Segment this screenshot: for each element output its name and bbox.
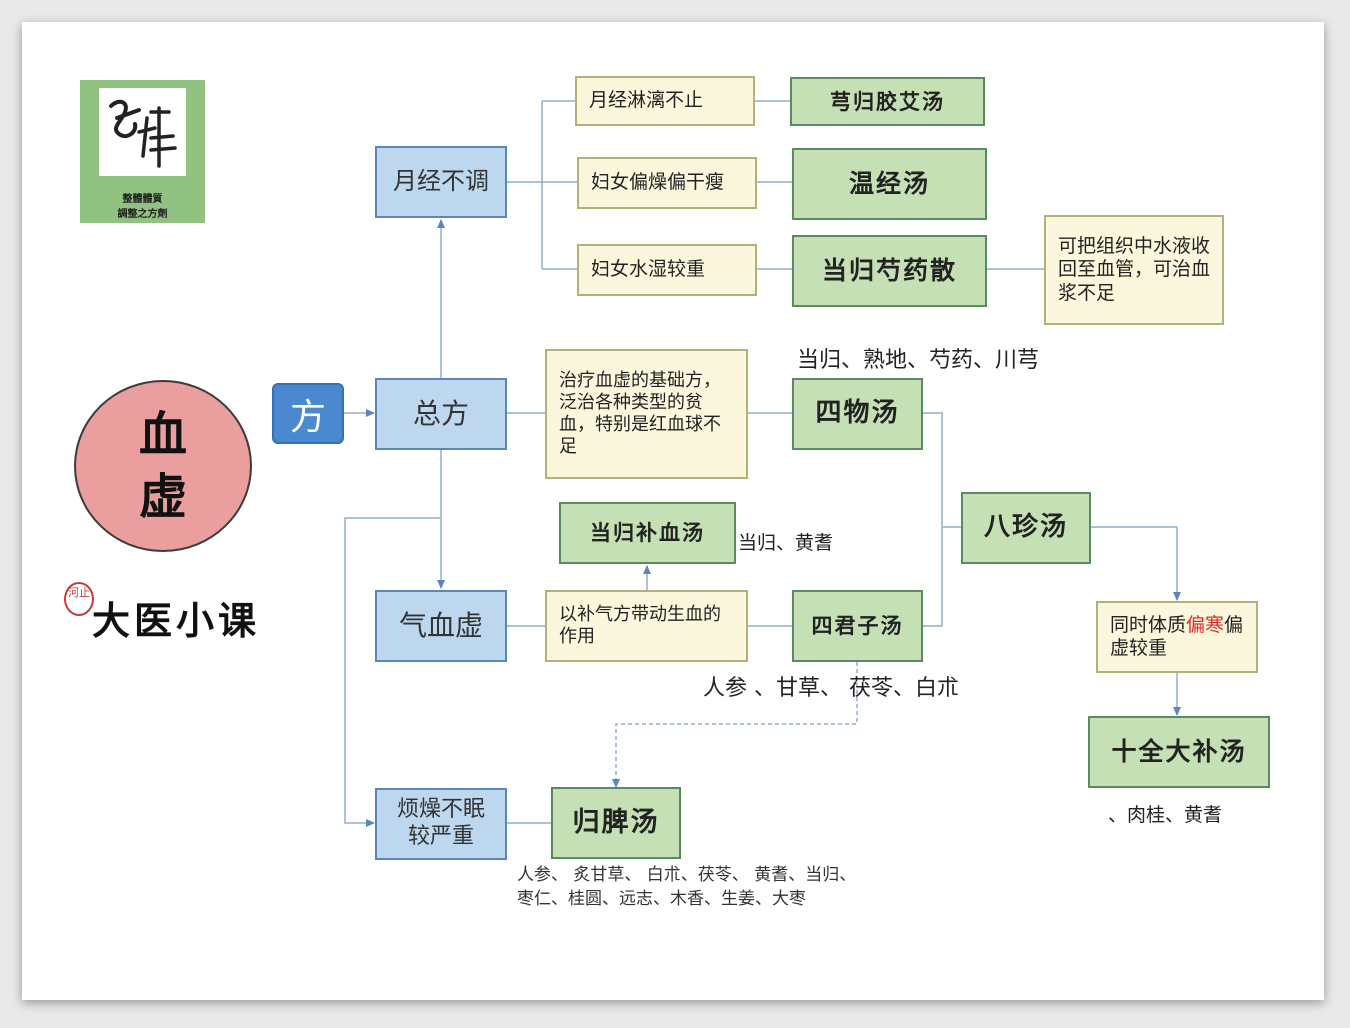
formula-wenjing: 温经汤	[792, 148, 987, 220]
formula-danggui-buxue: 当归补血汤	[559, 502, 736, 564]
category-general: 总方	[375, 378, 507, 450]
formula-guipi: 归脾汤	[551, 787, 681, 859]
formula-xiongui-jiaoai: 芎归胶艾汤	[790, 77, 985, 126]
ingredients-sijunzi: 人参 、甘草、 茯苓、白朮	[703, 676, 959, 701]
formula-bazhen: 八珍汤	[961, 492, 1091, 564]
ingredients-guipi: 人参、 炙甘草、 白朮、茯苓、 黄耆、当归、枣仁、桂圆、远志、木香、生姜、大枣	[517, 865, 857, 909]
course-title: 大医小课	[92, 598, 261, 643]
condition-cold-deficiency: 同时体质偏寒偏虚较重	[1096, 601, 1258, 673]
fang-tag: 方	[272, 383, 344, 444]
formula-danggui-shaoyao: 当归芍药散	[792, 235, 987, 307]
condition-cold-prefix: 同时体质	[1110, 613, 1187, 636]
main-topic-line1: 血	[138, 406, 187, 463]
main-topic-circle: 血 虚	[74, 380, 252, 552]
logo-calligraphy	[99, 88, 186, 176]
condition-cold-highlight: 偏寒	[1186, 613, 1225, 636]
condition-damp: 妇女水湿较重	[577, 244, 757, 296]
logo: 整體體質 調整之方劑	[80, 80, 205, 223]
category-insomnia: 烦燥不眠较严重	[375, 788, 507, 860]
ingredients-shiquan: 、肉桂、黄耆	[1108, 804, 1223, 826]
formula-shiquan-dabu: 十全大补汤	[1088, 716, 1270, 788]
condition-sijunzi-desc: 以补气方带动生血的作用	[545, 590, 748, 662]
main-topic-line2: 虚	[138, 469, 187, 525]
category-menstrual: 月经不调	[375, 146, 507, 218]
condition-dripping: 月经淋漓不止	[575, 76, 755, 126]
category-qi-blood: 气血虚	[375, 590, 507, 662]
logo-caption-line1: 整體體質	[122, 194, 163, 205]
ingredients-danggui-buxue: 当归、黄耆	[738, 532, 834, 554]
condition-siwu-desc: 治疗血虚的基础方，泛治各种类型的贫血，特别是红血球不足	[545, 349, 748, 479]
condition-cold-suffix: 偏虚较重	[1110, 613, 1244, 659]
logo-caption-line2: 調整之方劑	[117, 209, 168, 220]
formula-sijunzi: 四君子汤	[792, 590, 923, 662]
formula-siwu: 四物汤	[792, 378, 923, 450]
condition-danggui-note: 可把组织中水液收回至血管，可治血浆不足	[1044, 215, 1224, 325]
ingredients-siwu: 当归、熟地、芍药、川芎	[797, 348, 1040, 373]
condition-dry-thin: 妇女偏燥偏干瘦	[577, 157, 757, 209]
seal-stamp: 河止	[64, 582, 94, 616]
